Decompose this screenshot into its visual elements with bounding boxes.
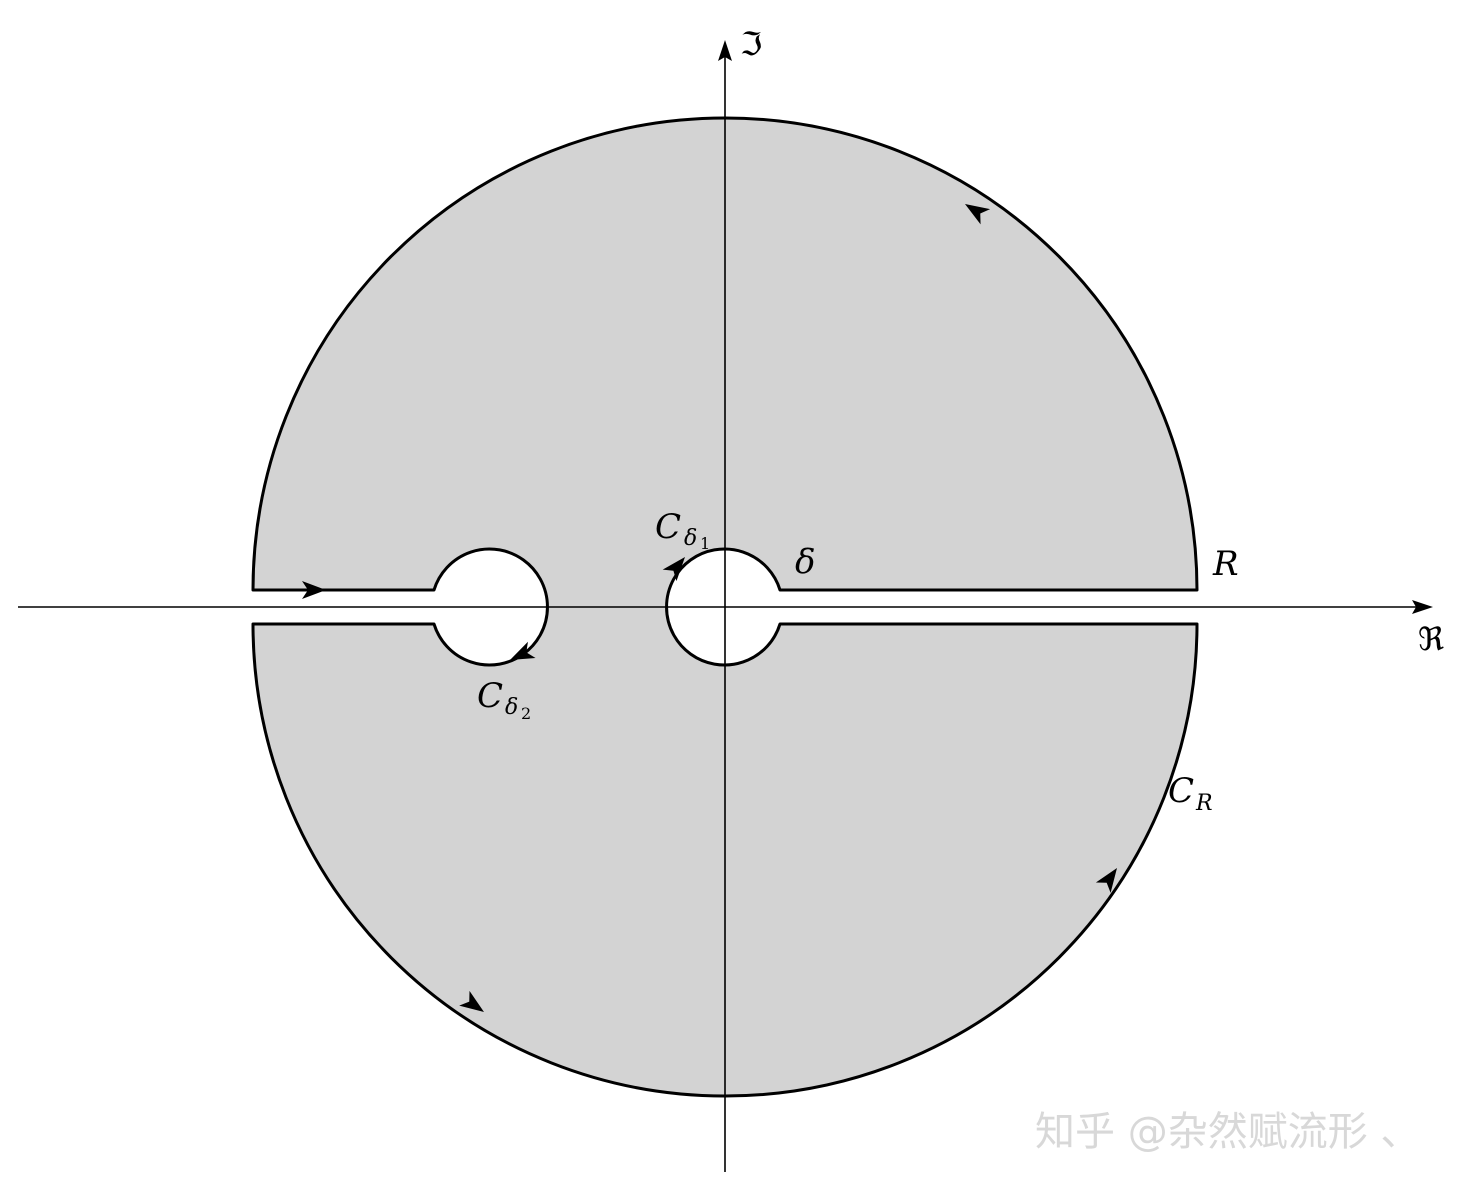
c-delta2-sub: δ bbox=[505, 695, 518, 720]
c-r-label: C bbox=[1168, 771, 1194, 811]
direction-arrow-lower-left-arc bbox=[459, 990, 484, 1012]
direction-arrow-c-delta1 bbox=[662, 557, 685, 582]
real-axis-arrowhead bbox=[1412, 600, 1433, 614]
radius-label: R bbox=[1212, 544, 1239, 584]
direction-arrow-line bbox=[302, 581, 326, 599]
c-delta2-label: C bbox=[477, 676, 503, 716]
delta-label: δ bbox=[795, 542, 815, 582]
c-delta2-subsub: 2 bbox=[521, 704, 531, 723]
direction-arrow-c-delta2 bbox=[510, 641, 536, 660]
direction-arrow-top-arc bbox=[965, 204, 991, 225]
watermark: 知乎 @杂然赋流形 、 bbox=[1035, 1109, 1420, 1155]
c-delta1-label: C bbox=[655, 507, 681, 547]
c-delta1-sub: δ bbox=[684, 526, 697, 551]
imaginary-axis-arrowhead bbox=[718, 40, 732, 61]
real-axis-label: ℜ bbox=[1418, 620, 1444, 658]
keyhole-region bbox=[251, 116, 1199, 1098]
imaginary-axis-label: ℑ bbox=[740, 25, 762, 63]
c-r-sub: R bbox=[1195, 791, 1213, 816]
direction-arrow-lower-right-arc bbox=[1095, 868, 1117, 893]
c-delta1-subsub: 1 bbox=[700, 534, 710, 553]
